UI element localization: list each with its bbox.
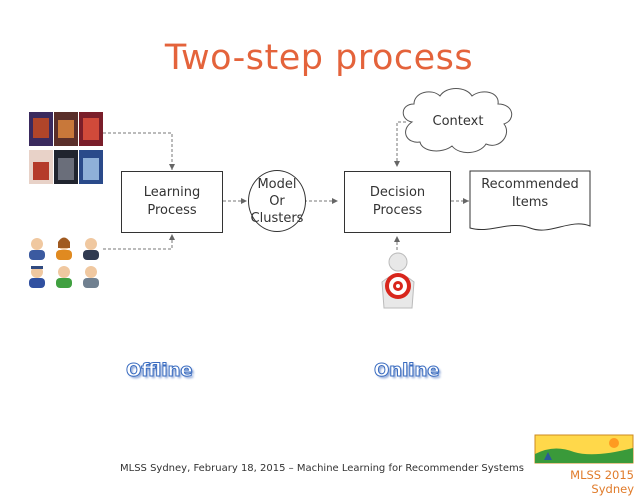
user-avatars-icon: [25, 236, 103, 290]
logo-text: MLSS 2015 Sydney: [570, 468, 634, 496]
context-cloud: [402, 88, 513, 153]
diagram-connectors: [103, 88, 591, 250]
target-person-icon: [368, 252, 428, 314]
footer-text: MLSS Sydney, February 18, 2015 – Machine…: [120, 463, 524, 474]
slide-title: Two-step process: [164, 38, 474, 78]
logo-landscape-icon: [534, 434, 634, 464]
learning-process-box: Learning Process: [121, 171, 223, 233]
context-label: Context: [432, 114, 484, 129]
model-circle: Model Or Clusters: [248, 170, 306, 232]
arrow-users-to-learning: [103, 234, 175, 250]
offline-label: Offline: [126, 360, 194, 382]
arrow-context-to-decision: [394, 121, 406, 167]
mlss-logo: MLSS 2015 Sydney: [534, 434, 634, 496]
arrow-posters-to-learning: [103, 132, 175, 170]
recommended-items-label: Recommended Items: [481, 177, 579, 210]
decision-process-box: Decision Process: [344, 171, 451, 233]
movie-posters-icon: [29, 112, 103, 186]
recommended-document-shape: [469, 170, 591, 231]
online-label: Online: [373, 360, 440, 382]
